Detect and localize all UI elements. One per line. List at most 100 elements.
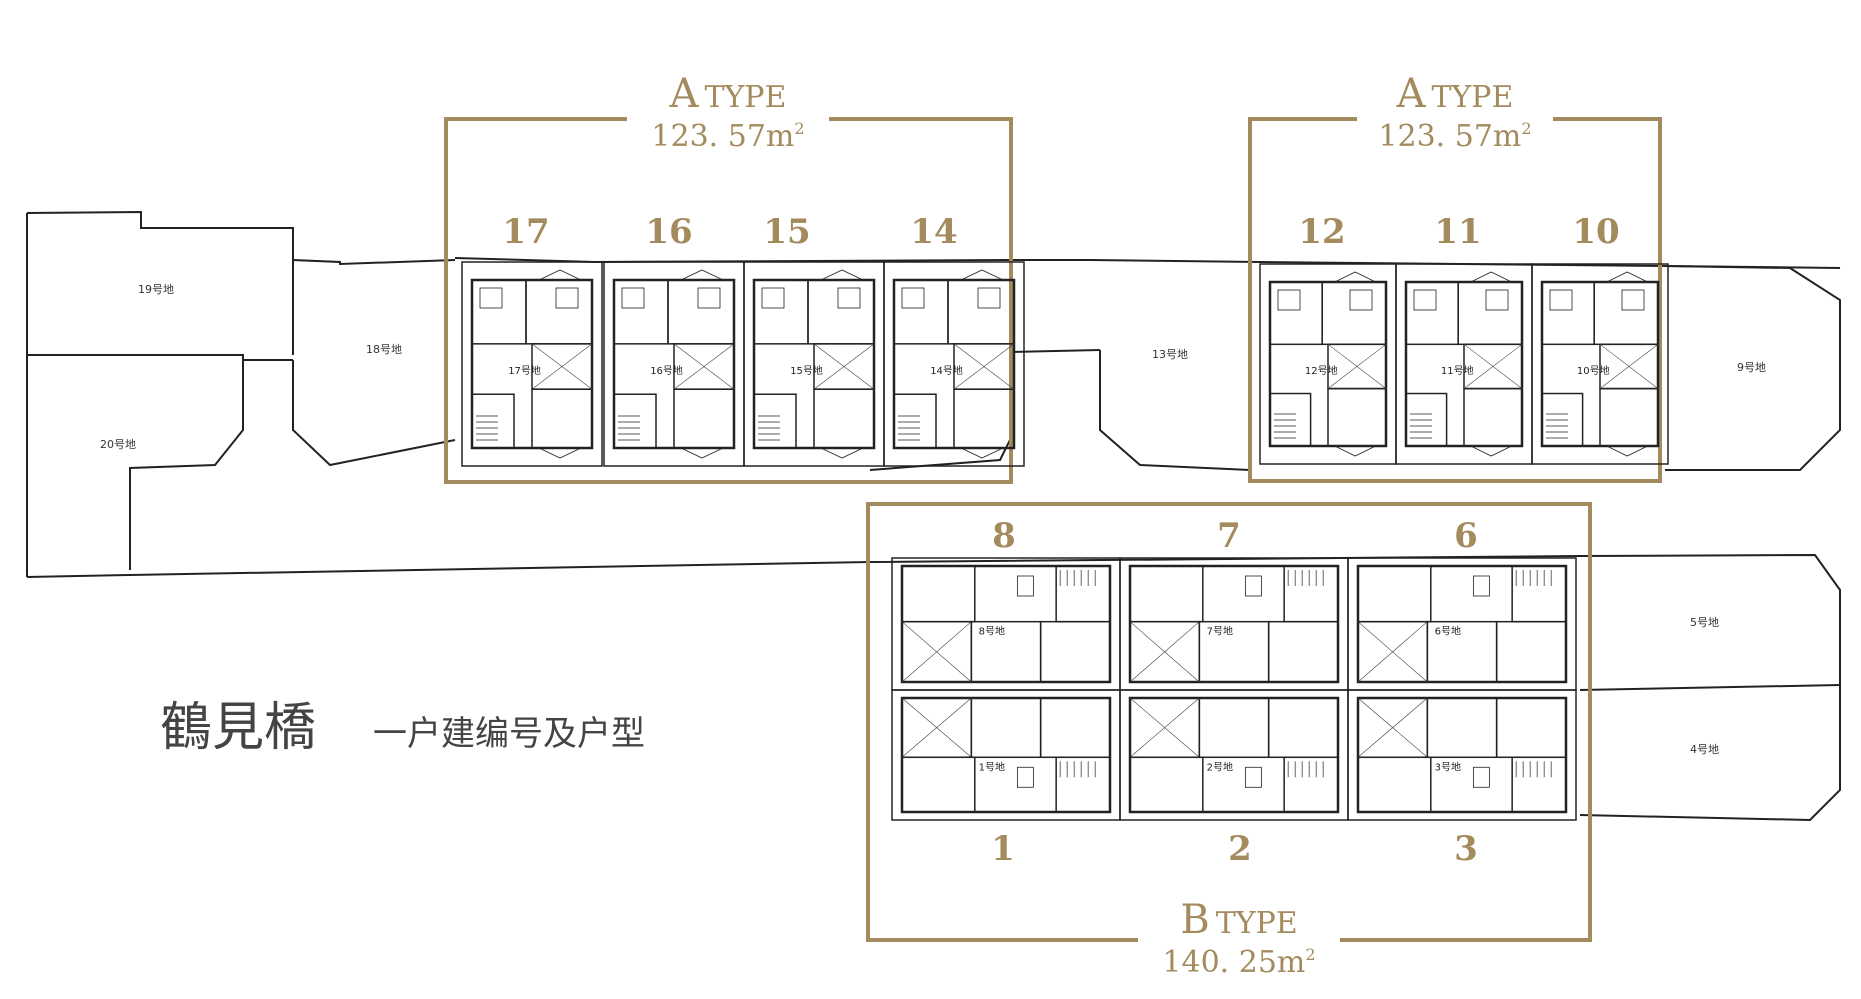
room (1321, 281, 1387, 346)
room (1055, 565, 1111, 623)
room (1357, 756, 1432, 813)
bed (1621, 289, 1645, 311)
room (1457, 281, 1523, 346)
floor-plan-2: 2号地 (1119, 689, 1349, 821)
room (471, 393, 515, 449)
lot-label-16: 16号地 (650, 364, 683, 377)
bed (1485, 289, 1509, 311)
room (1511, 565, 1567, 623)
plan-outline (1119, 689, 1349, 821)
lot-label-17: 17号地 (508, 364, 541, 377)
bay (1606, 271, 1648, 283)
unit-number-11: 11 (1434, 212, 1481, 252)
room (1269, 392, 1312, 447)
unit-number-7: 7 (1217, 516, 1241, 556)
bed (479, 287, 503, 309)
plan-outline (891, 689, 1121, 821)
unit-number-8: 8 (992, 516, 1016, 556)
lot-label-5: 5号地 (1690, 616, 1719, 629)
room (807, 279, 875, 345)
a-type-right-area: 123. 57m2 (1378, 119, 1531, 154)
bay (538, 269, 582, 281)
unit-number-10: 10 (1572, 212, 1619, 252)
plan-wall (900, 696, 1112, 814)
unit-number-1: 1 (991, 829, 1015, 869)
room (1039, 620, 1111, 683)
bay (1334, 271, 1376, 283)
room (1599, 387, 1659, 447)
floor-plan-7: 7号地 (1119, 557, 1349, 691)
void-cross (901, 621, 972, 683)
floor-plan-15: 15号地 (743, 261, 885, 467)
room (901, 565, 976, 623)
room (947, 279, 1015, 345)
lot-label-12: 12号地 (1305, 364, 1338, 377)
bay (820, 447, 864, 459)
plan-outline (1347, 557, 1577, 691)
lot-label-9: 9号地 (1737, 361, 1766, 374)
a-type-right-frame (1248, 117, 1662, 483)
bed (1413, 289, 1437, 311)
page-title: 鶴見橋 (160, 698, 316, 758)
plan-wall (1356, 696, 1568, 814)
bay (538, 447, 582, 459)
room (1426, 697, 1498, 759)
bed (977, 287, 1001, 309)
unit-number-12: 12 (1298, 212, 1345, 252)
lot-label-18: 18号地 (366, 343, 402, 356)
void-cross (1327, 344, 1387, 389)
bay (1334, 445, 1376, 457)
b-type-area: 140. 25m2 (1162, 945, 1315, 980)
room (901, 756, 976, 813)
room (1463, 387, 1523, 447)
room (1129, 756, 1204, 813)
room (667, 279, 735, 345)
room (531, 388, 593, 449)
floor-plan-1: 1号地 (891, 689, 1121, 821)
plan-wall (1356, 564, 1568, 684)
room (1327, 387, 1387, 447)
fixture (1017, 766, 1034, 788)
room (1267, 620, 1339, 683)
bed (761, 287, 785, 309)
bay (1470, 271, 1512, 283)
room (1495, 697, 1567, 759)
void-cross (1129, 621, 1200, 683)
plan-wall (1128, 564, 1340, 684)
room (970, 697, 1042, 759)
unit-number-6: 6 (1454, 516, 1478, 556)
floor-plan-14: 14号地 (883, 261, 1025, 467)
bed (1277, 289, 1301, 311)
lot-label-4: 4号地 (1690, 743, 1719, 756)
room (1495, 620, 1567, 683)
room (1129, 565, 1204, 623)
unit-number-14: 14 (910, 212, 957, 252)
lot-label-10: 10号地 (1577, 364, 1610, 377)
plan-outline (891, 557, 1121, 691)
plan-wall (1128, 696, 1340, 814)
room (1039, 697, 1111, 759)
floor-plan-3: 3号地 (1347, 689, 1577, 821)
lot-label-8: 8号地 (979, 625, 1005, 638)
fixture (1245, 575, 1262, 597)
bay (680, 269, 724, 281)
fixture (1473, 575, 1490, 597)
void-cross (1357, 621, 1428, 683)
void-cross (1129, 697, 1200, 758)
room (1357, 565, 1432, 623)
unit-number-3: 3 (1454, 829, 1478, 869)
page-subtitle: 一户建编号及户型 (373, 714, 645, 754)
unit-number-15: 15 (763, 212, 810, 252)
room (1405, 392, 1448, 447)
room (673, 388, 735, 449)
a-type-left-area: 123. 57m2 (651, 119, 804, 154)
room (953, 388, 1015, 449)
bay (1470, 445, 1512, 457)
void-cross (953, 343, 1015, 390)
lot-label-1: 1号地 (979, 761, 1005, 774)
lot-label-11: 11号地 (1441, 364, 1474, 377)
room (1283, 565, 1339, 623)
